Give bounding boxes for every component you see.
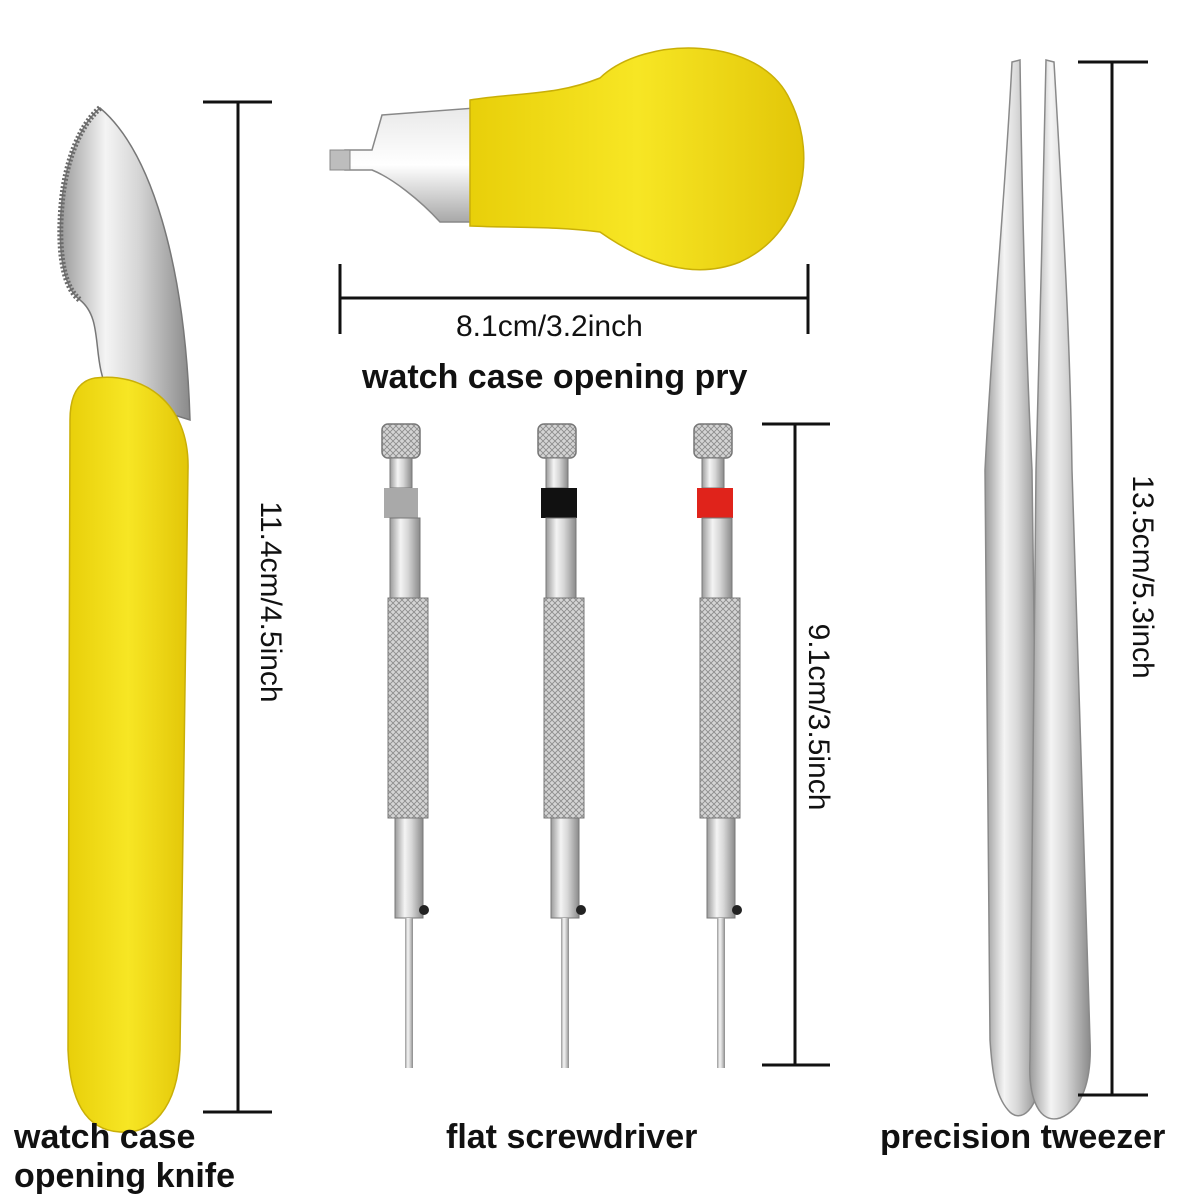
screwdriver-1-band	[384, 488, 418, 518]
screwdriver-2-band	[541, 488, 577, 518]
screwdriver-3	[693, 423, 742, 1068]
screwdriver-3-grip	[699, 597, 741, 819]
screwdriver-2-neck	[545, 457, 569, 489]
precision-tweezer	[984, 59, 1091, 1120]
screwdriver-2-collar	[545, 517, 577, 599]
screwdriver-3-shaft	[717, 918, 725, 1068]
screwdriver-3-cap	[693, 423, 733, 459]
pry-measure-line	[338, 264, 810, 334]
screwdriver-measure-text: 9.1cm/3.5inch	[802, 623, 835, 811]
knife-measure-text: 11.4cm/4.5inch	[254, 501, 287, 703]
knife-handle	[67, 376, 189, 1133]
knife-blade	[59, 107, 191, 422]
pry-tip	[329, 149, 351, 171]
screwdriver-1-grip	[387, 597, 429, 819]
screwdriver-2-grip	[543, 597, 585, 819]
tweezer-measure-text: 13.5cm/5.3inch	[1126, 475, 1159, 679]
tweezer-left-arm	[984, 59, 1041, 1117]
screwdriver-3-screw	[732, 905, 742, 915]
knife-label: watch case opening knife	[14, 1118, 235, 1196]
tweezer-label: precision tweezer	[880, 1118, 1166, 1156]
screwdriver-2-shaft	[561, 918, 569, 1068]
screwdriver-1-collar	[389, 517, 421, 599]
pry-label: watch case opening pry	[362, 358, 748, 396]
screwdriver-2-lower	[550, 817, 580, 919]
screwdriver-1-neck	[389, 457, 413, 489]
screwdriver-label: flat screwdriver	[446, 1118, 698, 1156]
knife-label-line1: watch case	[14, 1118, 196, 1156]
knife-label-line2: opening knife	[14, 1157, 235, 1196]
knife-measure-line	[203, 100, 272, 1114]
screwdriver-1-screw	[419, 905, 429, 915]
pry-handle	[469, 47, 805, 271]
screwdriver-2-cap	[537, 423, 577, 459]
knife-serrated-edge	[57, 105, 103, 303]
screwdriver-1-lower	[394, 817, 424, 919]
screwdriver-1-cap	[381, 423, 421, 459]
screwdriver-2-screw	[576, 905, 586, 915]
screwdriver-measure-line	[762, 422, 830, 1067]
opening-knife	[57, 105, 191, 1133]
screwdriver-3-neck	[701, 457, 725, 489]
opening-pry	[329, 47, 805, 271]
screwdriver-3-lower	[706, 817, 736, 919]
tweezer-measure-line	[1078, 60, 1148, 1097]
screwdriver-1	[381, 423, 429, 1068]
screwdriver-3-collar	[701, 517, 733, 599]
pry-blade	[344, 107, 476, 223]
screwdriver-2	[537, 423, 586, 1068]
pry-measure-text: 8.1cm/3.2inch	[456, 310, 643, 343]
screwdriver-1-shaft	[405, 918, 413, 1068]
screwdriver-3-band	[697, 488, 733, 518]
tweezer-right-arm	[1029, 59, 1091, 1120]
